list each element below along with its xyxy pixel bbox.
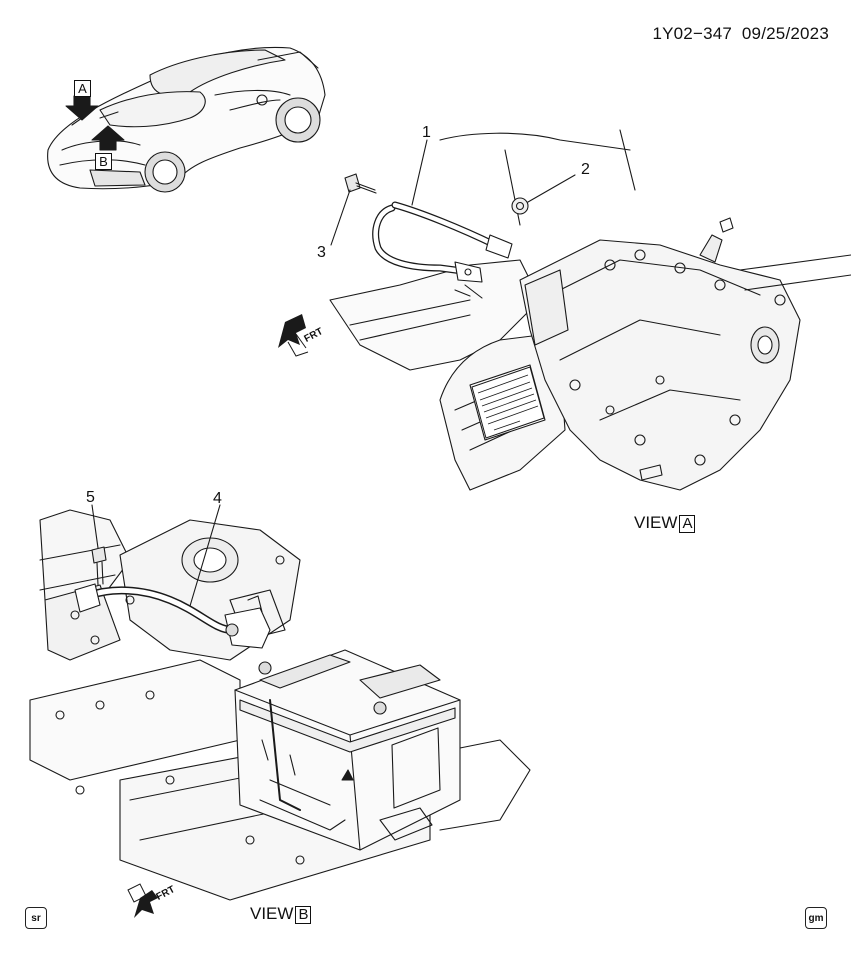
warning-label-card: [471, 366, 545, 439]
bolt-5: [91, 546, 107, 586]
arrow-up-icon: [91, 125, 125, 151]
callout-1: 1: [422, 124, 431, 141]
arrow-down-icon: [65, 95, 99, 121]
view-b-text: VIEW: [250, 904, 294, 923]
callout-3: 3: [317, 244, 326, 261]
callout-4: 4: [213, 490, 222, 507]
gm-logo-icon: gm: [805, 907, 827, 929]
callout-5: 5: [86, 489, 95, 506]
frt-arrow-icon: [127, 883, 158, 918]
ground-strap-1: [372, 201, 513, 299]
sr-badge-icon: sr: [25, 907, 47, 929]
frt-arrow-icon: [278, 314, 309, 357]
view-a-text: VIEW: [634, 513, 678, 532]
battery: [234, 649, 461, 851]
callout-2: 2: [581, 161, 590, 178]
illustration-id: 1Y02−347: [652, 24, 733, 43]
car-marker-a: A: [74, 80, 91, 97]
view-a-letter: A: [679, 515, 696, 533]
illustration-date: 09/25/2023: [741, 24, 829, 43]
bolt-3: [344, 173, 377, 194]
car-marker-b: B: [95, 153, 112, 170]
vehicle-thumbnail: [47, 46, 326, 193]
nut-2: [511, 197, 529, 215]
view-a-illustration: [329, 129, 851, 491]
ground-strap-4: [74, 583, 271, 649]
view-b-letter: B: [295, 906, 312, 924]
illustration-code: 1Y02−347 09/25/2023: [652, 24, 829, 44]
